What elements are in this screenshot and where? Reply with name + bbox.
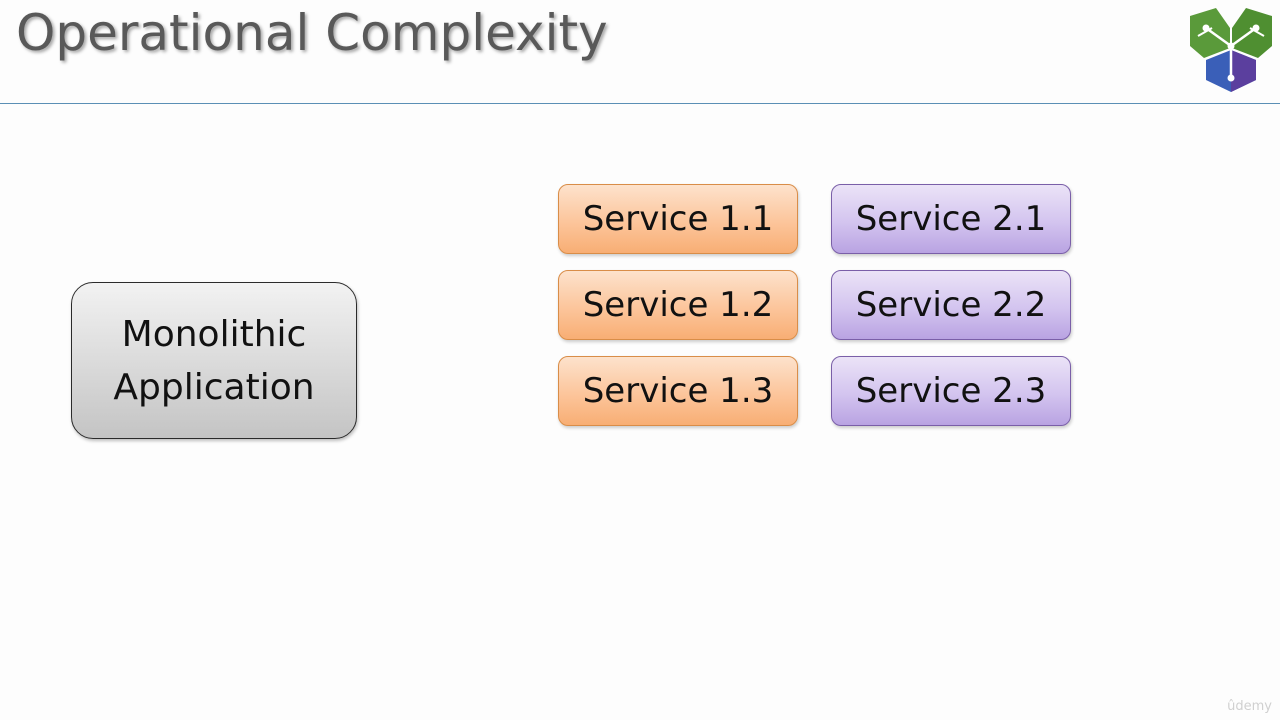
service-1-2-box: Service 1.2 — [558, 270, 798, 340]
monolith-label-line2: Application — [113, 366, 315, 408]
slide-title: Operational Complexity — [16, 4, 608, 62]
service-1-3-box: Service 1.3 — [558, 356, 798, 426]
watermark: ûdemy — [1227, 699, 1272, 714]
title-divider — [0, 103, 1280, 104]
hexagon-cube-logo-icon — [1186, 6, 1276, 94]
service-1-1-box: Service 1.1 — [558, 184, 798, 254]
monolithic-application-box: Monolithic Application — [71, 282, 357, 439]
service-2-3-box: Service 2.3 — [831, 356, 1071, 426]
service-2-1-box: Service 2.1 — [831, 184, 1071, 254]
monolith-label-line1: Monolithic — [121, 313, 307, 355]
service-2-2-box: Service 2.2 — [831, 270, 1071, 340]
